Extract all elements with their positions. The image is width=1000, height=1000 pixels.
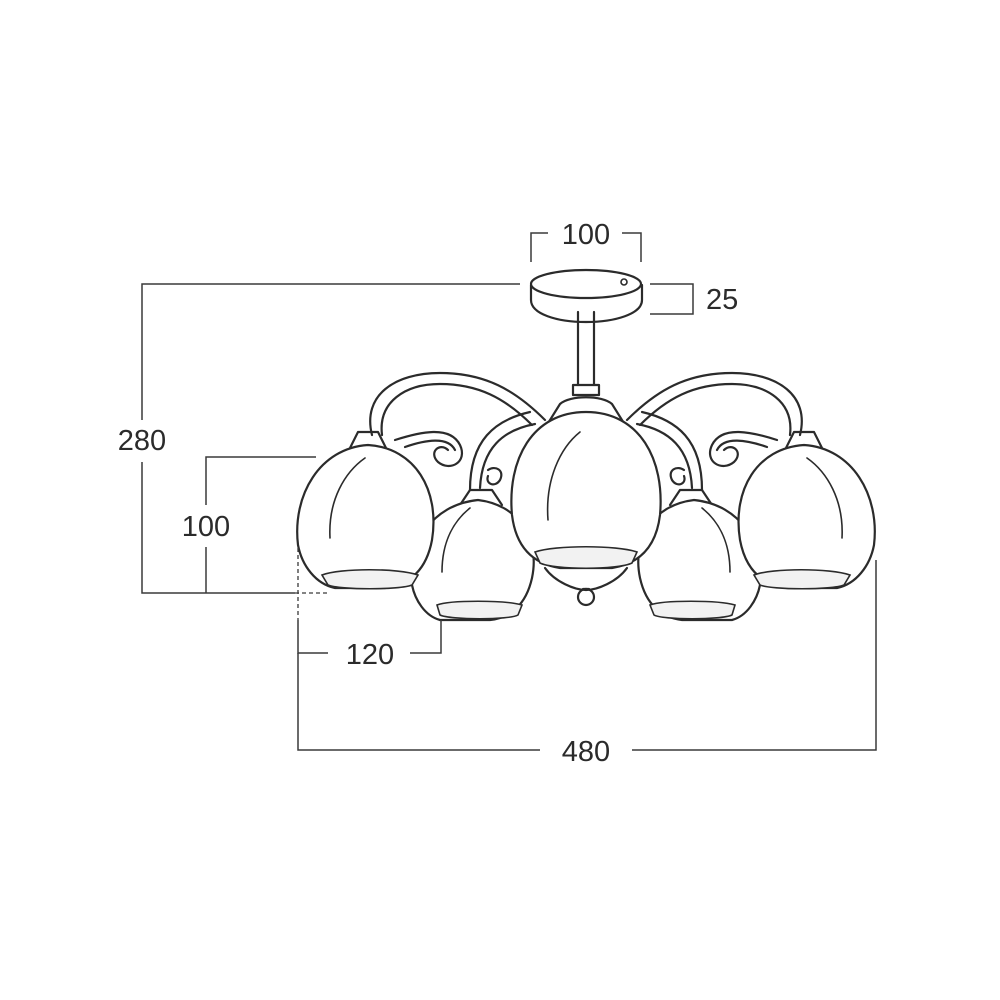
dimension-total-height: 280	[118, 283, 520, 594]
dimension-label-shade-diameter: 120	[346, 639, 394, 671]
dimension-label-shade-height: 100	[182, 511, 230, 543]
inner-arms	[468, 410, 704, 492]
dimension-canopy-height: 25	[650, 283, 738, 316]
dimension-label-canopy-height: 25	[706, 284, 738, 316]
central-rod	[571, 310, 601, 397]
dimension-label-total-height: 280	[118, 425, 166, 457]
scroll-ornaments	[393, 430, 779, 486]
dimension-label-canopy-diameter: 100	[562, 219, 610, 251]
dimension-total-width: 480	[297, 560, 877, 768]
dimension-canopy-diameter: 100	[530, 219, 642, 262]
ceiling-canopy	[529, 268, 644, 324]
shade-front-right	[737, 430, 876, 590]
dimension-shade-diameter: 120	[297, 548, 442, 671]
dimension-label-total-width: 480	[562, 736, 610, 768]
shade-center	[510, 396, 662, 607]
outer-arms	[369, 371, 803, 437]
shade-front-left	[296, 430, 435, 590]
dimension-shade-height: 100	[182, 456, 316, 593]
